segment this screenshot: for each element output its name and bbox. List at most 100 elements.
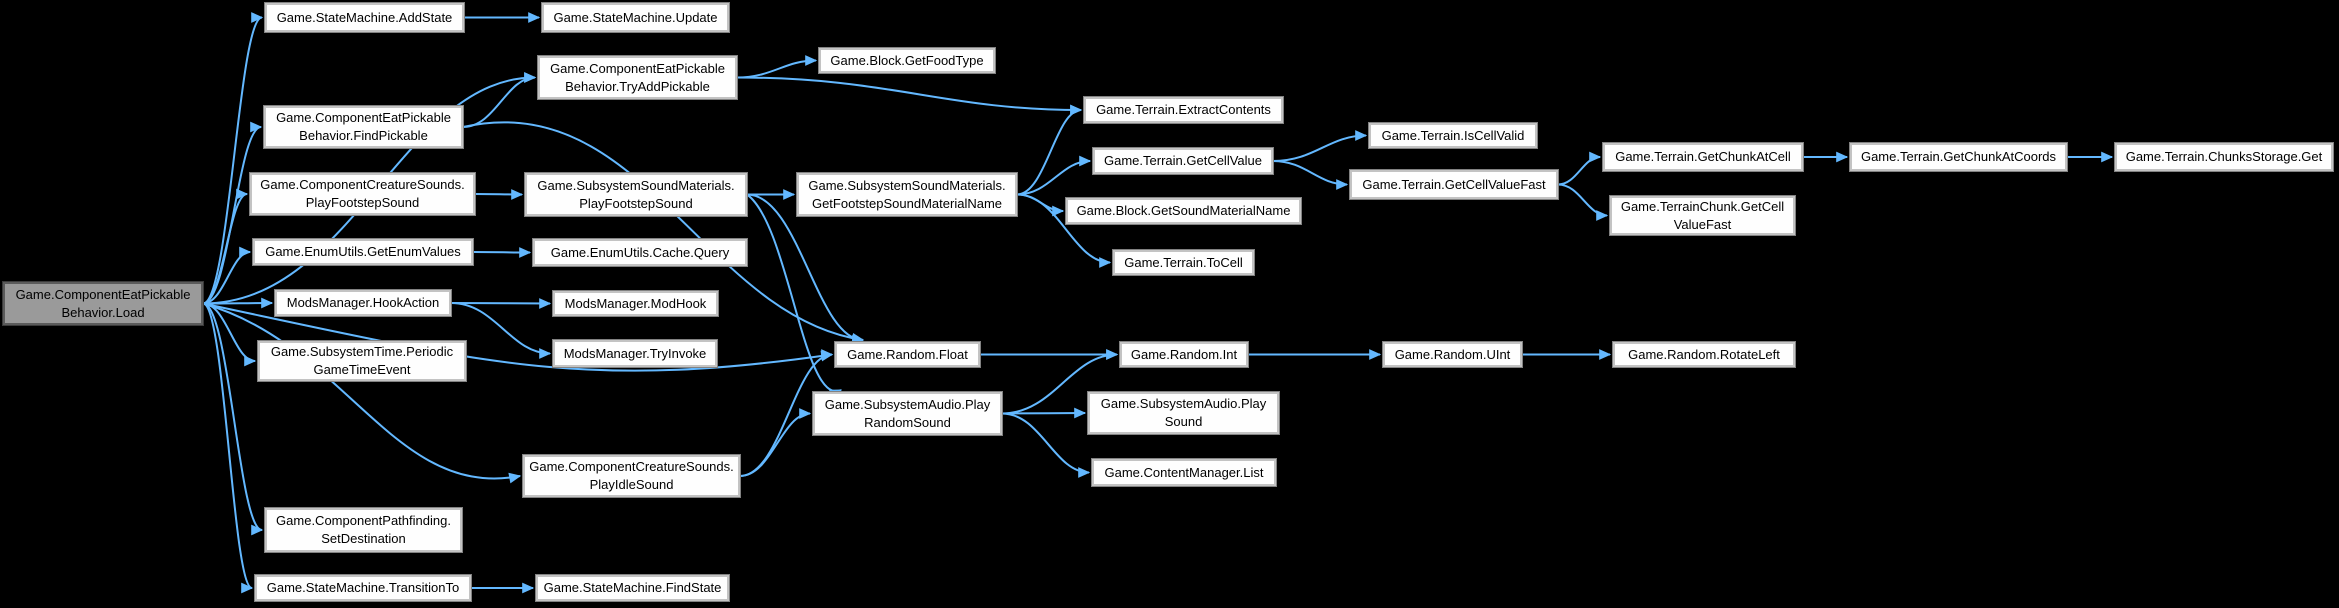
graph-node-randomfloat[interactable]: Game.Random.Float bbox=[834, 341, 981, 368]
graph-node-label: Game.ComponentCreatureSounds. bbox=[529, 459, 734, 474]
graph-node-addstate[interactable]: Game.StateMachine.AddState bbox=[264, 2, 465, 33]
graph-node-label: PlayFootstepSound bbox=[305, 195, 420, 210]
graph-node-getcellvaluefast[interactable]: Game.Terrain.GetCellValueFast bbox=[1349, 169, 1559, 200]
call-edge-getfootstepname-to-tocell bbox=[1016, 193, 1112, 268]
graph-node-label: Game.ComponentPathfinding. bbox=[276, 513, 451, 528]
graph-node-chunksstorageget[interactable]: Game.Terrain.ChunksStorage.Get bbox=[2114, 142, 2334, 172]
call-edge-load-to-setdestination bbox=[202, 302, 264, 536]
call-edge-load-to-hookaction bbox=[202, 297, 274, 309]
call-edge-load-to-creaturefootstep bbox=[202, 188, 249, 305]
call-edge-getfootstepname-to-extractcontents bbox=[1016, 104, 1083, 196]
graph-node-label: Game.Random.UInt bbox=[1394, 346, 1511, 362]
graph-node-label: Game.Random.Int bbox=[1130, 346, 1238, 362]
call-edge-load-to-getenumvalues bbox=[202, 246, 252, 305]
graph-node-getfoodtype[interactable]: Game.Block.GetFoodType bbox=[818, 47, 996, 74]
graph-node-label: ModsManager.TryInvoke bbox=[563, 345, 707, 361]
graph-node-update[interactable]: Game.StateMachine.Update bbox=[541, 2, 730, 33]
graph-node-label: Game.Terrain.IsCellValid bbox=[1381, 127, 1525, 143]
graph-node-label: Game.ComponentCreatureSounds. bbox=[260, 177, 465, 192]
graph-node-randomuint[interactable]: Game.Random.UInt bbox=[1382, 341, 1523, 368]
call-edge-load-to-findpickable bbox=[202, 121, 263, 305]
graph-node-label: Sound bbox=[1164, 414, 1203, 429]
graph-node-label: PlayIdleSound bbox=[589, 477, 674, 492]
graph-node-label: Game.StateMachine.Update bbox=[553, 9, 718, 25]
graph-node-label: PlayFootstepSound bbox=[579, 195, 693, 211]
graph-node-materialsfootstep[interactable]: Game.SubsystemSoundMaterials. PlayFootste… bbox=[524, 172, 748, 217]
call-edge-materialsfootstep-to-playrandomsound bbox=[746, 193, 843, 400]
graph-node-contentmanagerlist[interactable]: Game.ContentManager.List bbox=[1091, 458, 1277, 487]
graph-node-label: Game.SubsystemAudio.Play bbox=[1100, 396, 1267, 411]
graph-node-label: Game.ComponentEatPickable bbox=[15, 286, 191, 302]
graph-node-label: Game.Terrain.ChunksStorage.Get bbox=[2125, 149, 2323, 164]
graph-node-label: GameTimeEvent bbox=[313, 362, 411, 377]
graph-node-getchunkatcell[interactable]: Game.Terrain.GetChunkAtCell bbox=[1602, 142, 1804, 172]
graph-node-label: Game.TerrainChunk.GetCell bbox=[1620, 198, 1785, 214]
graph-node-iscellvalid[interactable]: Game.Terrain.IsCellValid bbox=[1368, 122, 1538, 149]
graph-node-getenumvalues[interactable]: Game.EnumUtils.GetEnumValues bbox=[252, 238, 474, 266]
graph-node-label: Game.Terrain.ToCell bbox=[1124, 254, 1243, 270]
graph-node-label: Game.SubsystemTime.Periodic bbox=[270, 344, 454, 359]
graph-node-hookaction[interactable]: ModsManager.HookAction bbox=[274, 289, 452, 317]
call-edge-tryaddpickable-to-extractcontents bbox=[736, 76, 1083, 116]
call-edge-playrandomsound-to-contentmanagerlist bbox=[1001, 412, 1091, 478]
graph-node-getcellvalue[interactable]: Game.Terrain.GetCellValue bbox=[1092, 147, 1274, 175]
graph-node-label: Game.SubsystemAudio.Play bbox=[824, 396, 991, 412]
call-edge-hookaction-to-modhook bbox=[450, 298, 552, 309]
call-edge-hookaction-to-tryinvoke bbox=[450, 302, 552, 359]
graph-node-creaturefootstep[interactable]: Game.ComponentCreatureSounds. PlayFootste… bbox=[249, 172, 476, 216]
graph-node-label: Behavior.FindPickable bbox=[299, 128, 428, 143]
graph-node-extractcontents[interactable]: Game.Terrain.ExtractContents bbox=[1083, 96, 1284, 124]
graph-node-getfootstepname[interactable]: Game.SubsystemSoundMaterials.GetFootstep… bbox=[796, 172, 1018, 217]
graph-node-transitionto[interactable]: Game.StateMachine.TransitionTo bbox=[254, 574, 472, 602]
graph-node-getchunkatcoords[interactable]: Game.Terrain.GetChunkAtCoords bbox=[1849, 142, 2068, 172]
graph-node-label: Game.SubsystemSoundMaterials. bbox=[537, 177, 735, 193]
graph-node-label: Game.Terrain.ExtractContents bbox=[1096, 102, 1271, 117]
call-edge-getenumvalues-to-cachequery bbox=[472, 247, 532, 258]
graph-node-label: Game.Block.GetFoodType bbox=[830, 52, 984, 68]
graph-node-rotateleft[interactable]: Game.Random.RotateLeft bbox=[1612, 341, 1796, 368]
graph-node-cachequery[interactable]: Game.EnumUtils.Cache.Query bbox=[532, 238, 748, 267]
call-edge-playrandomsound-to-playsound bbox=[1001, 407, 1087, 419]
graph-node-label: Game.Block.GetSoundMaterialName bbox=[1076, 203, 1291, 218]
graph-node-label: ModsManager.HookAction bbox=[286, 295, 440, 310]
graph-node-label: ModsManager.ModHook bbox=[564, 295, 707, 311]
graph-node-playidlesound[interactable]: Game.ComponentCreatureSounds. PlayIdleSou… bbox=[522, 454, 741, 498]
graph-node-label: GetFootstepSoundMaterialName bbox=[811, 195, 1003, 211]
graph-node-label: Game.Terrain.GetCellValueFast bbox=[1362, 176, 1546, 192]
call-edge-load-to-transitionto bbox=[202, 302, 254, 594]
graph-node-modhook[interactable]: ModsManager.ModHook bbox=[552, 290, 719, 317]
graph-node-tryinvoke[interactable]: ModsManager.TryInvoke bbox=[552, 339, 718, 368]
graph-node-label: RandomSound bbox=[864, 414, 951, 430]
call-edge-creaturefootstep-to-materialsfootstep bbox=[474, 189, 524, 200]
graph-node-label: Game.ComponentEatPickable bbox=[550, 60, 725, 76]
graph-node-label: Game.ComponentEatPickable bbox=[276, 110, 451, 125]
call-edge-playidlesound-to-playrandomsound bbox=[739, 408, 812, 477]
graph-node-label: Behavior.Load bbox=[61, 304, 145, 320]
graph-node-findstate[interactable]: Game.StateMachine.FindState bbox=[535, 574, 730, 602]
graph-node-label: Game.StateMachine.TransitionTo bbox=[266, 580, 460, 595]
call-edge-findpickable-to-tryaddpickable bbox=[462, 72, 537, 128]
graph-node-tocell[interactable]: Game.Terrain.ToCell bbox=[1112, 249, 1255, 276]
graph-node-label: Game.Random.Float bbox=[847, 346, 968, 362]
call-edge-getcellvaluefast-to-terrainchunkgcvf bbox=[1557, 183, 1609, 221]
graph-node-setdestination[interactable]: Game.ComponentPathfinding.SetDestination bbox=[264, 507, 463, 553]
call-edge-load-to-playidlesound bbox=[202, 302, 522, 484]
call-edge-load-to-addstate bbox=[202, 12, 264, 305]
graph-node-label: Game.EnumUtils.Cache.Query bbox=[550, 244, 730, 260]
call-edge-getcellvalue-to-getcellvaluefast bbox=[1272, 160, 1349, 190]
graph-node-label: Game.Terrain.GetCellValue bbox=[1104, 153, 1262, 168]
graph-node-getsoundmaterialname[interactable]: Game.Block.GetSoundMaterialName bbox=[1065, 197, 1302, 225]
graph-node-label: Game.StateMachine.FindState bbox=[543, 580, 722, 595]
call-edge-getcellvaluefast-to-getchunkatcell bbox=[1557, 151, 1602, 186]
graph-node-randomint[interactable]: Game.Random.Int bbox=[1119, 341, 1249, 368]
call-edge-getcellvalue-to-iscellvalid bbox=[1272, 130, 1368, 162]
